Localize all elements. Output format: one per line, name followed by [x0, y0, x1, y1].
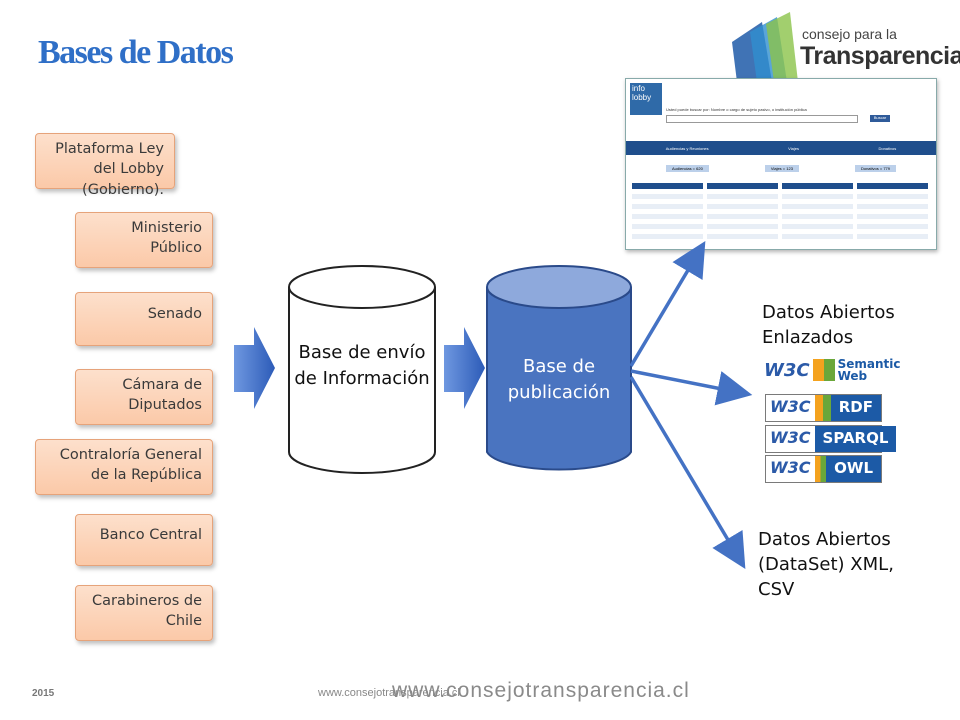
arrow-to-dataset — [629, 376, 746, 570]
infolobby-tab[interactable]: Viajes — [788, 145, 799, 151]
source-banco-central: Banco Central — [75, 514, 213, 566]
dataset-label: Datos Abiertos (DataSet) XML, CSV — [758, 529, 894, 601]
source-plataforma-lobby: Plataforma Ley del Lobby (Gobierno). — [35, 133, 175, 198]
w3c-icon: W3C — [770, 428, 811, 447]
logo-line1: consejo para la — [802, 26, 897, 42]
infolobby-logo: info lobby — [630, 83, 662, 115]
rdf-text: RDF — [830, 395, 881, 421]
footer-url-small[interactable]: www.consejotransparencia.cl — [318, 687, 460, 699]
infolobby-tab[interactable]: Donativos — [878, 145, 897, 151]
source-camara-diputados: Cámara de Diputados — [75, 369, 213, 425]
source-senado: Senado — [75, 292, 213, 346]
linked-data-label: Datos Abiertos Enlazados — [762, 302, 895, 349]
db-publicacion-cylinder — [486, 265, 632, 471]
infolobby-tab[interactable]: Audiencias y Reuniones — [665, 145, 709, 151]
infolobby-counts: Audiencias = 620 Viajes = 123 Donativos … — [666, 165, 896, 172]
db-publicacion-label: Base de publicación — [507, 356, 611, 404]
footer-url-large[interactable]: www.consejotransparencia.cl — [392, 679, 690, 702]
source-ministerio-publico: Ministerio Público — [75, 212, 213, 268]
cubes-icon — [814, 395, 831, 421]
infolobby-search-input[interactable] — [666, 115, 858, 123]
infolobby-tabbar: Audiencias y Reuniones Viajes Donativos — [626, 141, 936, 155]
rdf-badge: W3C RDF — [765, 394, 882, 422]
db-envio-label: Base de envío de Información — [294, 342, 430, 390]
flow-arrow-2 — [444, 327, 485, 409]
owl-text: OWL — [826, 456, 881, 482]
infolobby-screenshot: info lobby Usted puede buscar por: Nombr… — [625, 78, 937, 250]
infolobby-count: Viajes = 123 — [764, 165, 799, 172]
cpt-logo-icon — [732, 12, 798, 82]
w3c-icon: W3C — [764, 359, 810, 381]
semantic-web-badge: W3C Semantic Web — [764, 354, 901, 386]
cubes-icon — [812, 359, 835, 381]
w3c-icon: W3C — [770, 397, 811, 416]
page-title: Bases de Datos — [38, 34, 234, 71]
infolobby-search-button[interactable]: Buscar — [870, 115, 890, 122]
source-contraloria: Contraloría General de la República — [35, 439, 213, 495]
arrow-to-linked-data — [630, 369, 753, 406]
infolobby-hint: Usted puede buscar por: Nombre o cargo d… — [666, 107, 807, 112]
arrow-to-infolobby — [629, 240, 706, 367]
sparql-text: SPARQL — [814, 426, 897, 452]
semantic-web-text: Semantic Web — [837, 357, 901, 383]
flow-arrow-1 — [234, 327, 275, 409]
infolobby-count: Audiencias = 620 — [666, 165, 709, 172]
infolobby-count: Donativos = 779 — [854, 165, 896, 172]
w3c-icon: W3C — [770, 458, 811, 477]
footer-year: 2015 — [32, 688, 55, 699]
source-carabineros: Carabineros de Chile — [75, 585, 213, 641]
cubes-icon — [814, 456, 827, 482]
logo-line2: Transparencia — [800, 42, 960, 70]
owl-badge: W3C OWL — [765, 455, 882, 483]
infolobby-tables — [632, 183, 928, 243]
db-envio-cylinder — [288, 265, 436, 474]
